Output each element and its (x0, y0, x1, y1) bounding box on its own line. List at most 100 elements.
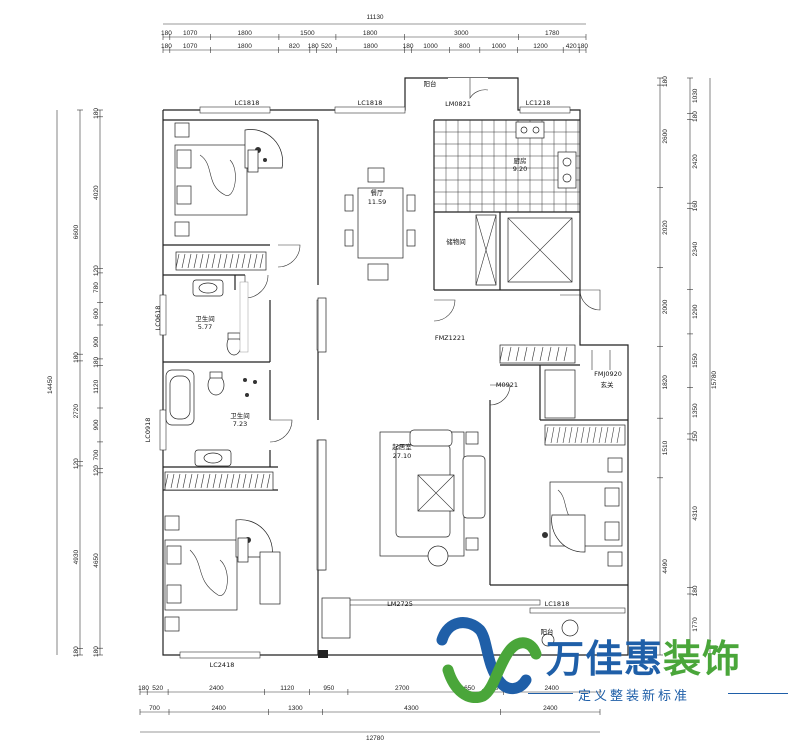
dim-right-outer-0: 1030 (692, 88, 699, 103)
dim-bottom-total: 12780 (366, 735, 384, 742)
balcony-furniture (321, 597, 579, 647)
label-fmj0920: FMJ0920 (594, 370, 622, 378)
room-dining-area: 11.59 (368, 198, 387, 206)
bed-lower-left (164, 515, 281, 632)
room-bath2-name: 卫生间 (230, 411, 250, 420)
slogan-line-left (528, 693, 573, 694)
room-kitchen-area: 9.20 (513, 165, 527, 173)
dim-left-inner-9: 700 (93, 449, 100, 460)
wardrobe-1 (175, 251, 267, 271)
dim-bottom-row2-3: 4300 (404, 705, 419, 712)
dim-right-inner-2: 2020 (662, 220, 669, 235)
dim-left-total: 14450 (47, 376, 54, 394)
bath2-fixtures (165, 369, 257, 467)
dim-right-outer-4: 2340 (692, 241, 699, 256)
logo-mark-icon (436, 617, 542, 703)
room-bath2-area: 7.23 (233, 420, 247, 428)
kitchen-counter (515, 121, 577, 189)
dim-top-row1-1: 1070 (183, 30, 198, 37)
dim-left-inner-10: 120 (93, 465, 100, 476)
dim-right-inner-0: 180 (662, 76, 669, 87)
dim-top-row2-1: 1070 (183, 43, 198, 50)
dim-top-row2-12: 420 (566, 43, 577, 50)
storage-shelves (475, 214, 573, 286)
dim-left-inner-12: 180 (93, 646, 100, 657)
brand-part2: 装饰 (663, 637, 742, 681)
dim-top-row1-4: 1800 (363, 30, 378, 37)
living-furniture (379, 429, 486, 567)
dim-right-outer-1: 180 (692, 111, 699, 122)
bed-lower-right (542, 457, 623, 567)
dim-left-inner-8: 900 (93, 419, 100, 430)
dim-right-outer-6: 1550 (692, 353, 699, 368)
dim-left-outer-5: 180 (73, 646, 80, 657)
room-dining-name: 餐厅 (371, 188, 385, 197)
dim-right-outer-9: 4310 (692, 506, 699, 521)
dim-top-row2-10: 1000 (491, 43, 506, 50)
room-balcony-bottom-name: 阳台 (541, 627, 554, 636)
dim-left-inner-0: 180 (93, 108, 100, 119)
dim-left-inner-3: 780 (93, 282, 100, 293)
dim-left-inner-2: 120 (93, 265, 100, 276)
walls (162, 77, 629, 658)
dining-table (344, 167, 416, 281)
bath1-fixtures (192, 279, 249, 356)
label-lm0821: LM0821 (445, 100, 471, 108)
room-labels: 餐厅 11.59 厨房 9.20 卫生间 5.77 卫生间 7.23 起居室 2… (195, 79, 614, 636)
dim-bottom-row2-0: 700 (149, 705, 160, 712)
right-dimensions: 15780 1030180242016023401290155013501504… (657, 76, 718, 656)
dim-top-row2-4: 180 (308, 43, 319, 50)
room-storage-name: 储物间 (446, 237, 466, 246)
brand-name: 万佳惠装饰 (546, 628, 741, 683)
dim-bottom-row1-2: 2400 (209, 685, 224, 692)
dim-bottom-row1-1: 520 (152, 685, 163, 692)
dim-right-inner-3: 2000 (662, 299, 669, 314)
dim-left-inner-1: 4020 (93, 185, 100, 200)
label-lc1818-c: LC1818 (545, 600, 570, 608)
entrance-cabinet (544, 369, 576, 419)
dim-right-inner-1: 2600 (662, 129, 669, 144)
dim-bottom-row1-5: 2700 (395, 685, 410, 692)
dim-left-inner-5: 900 (93, 336, 100, 347)
dim-bottom-row1-4: 950 (323, 685, 334, 692)
dim-right-inner-5: 1510 (662, 440, 669, 455)
bed-master (174, 122, 283, 237)
dim-left-outer-1: 180 (73, 352, 80, 363)
dim-right-outer-10: 180 (692, 585, 699, 596)
dim-top-row2-3: 820 (289, 43, 300, 50)
dim-top-row2-6: 1800 (363, 43, 378, 50)
dim-right-outer-7: 1350 (692, 403, 699, 418)
dim-bottom-row1-3: 1120 (280, 685, 294, 692)
label-lc0618: LC0618 (154, 306, 162, 331)
wardrobe-3 (544, 424, 626, 446)
brand-slogan: 定义整装新标准 (578, 689, 691, 704)
dim-right-total: 15780 (711, 371, 718, 389)
dim-right-outer-8: 150 (692, 431, 699, 442)
dim-left-outer-0: 6600 (73, 224, 80, 239)
corridor-cabinet-2 (317, 439, 327, 571)
dim-top-row1-3: 1500 (300, 30, 315, 37)
dim-top-row2-8: 1000 (423, 43, 438, 50)
shoe-cabinet (499, 344, 576, 364)
dim-right-inner-4: 1820 (662, 375, 669, 390)
dim-top-row2-13: 180 (577, 43, 588, 50)
room-entrance-name: 玄关 (601, 380, 615, 389)
wardrobe-2 (164, 471, 274, 491)
label-lc1818-b: LC1818 (358, 99, 383, 107)
dim-left-outer-4: 4930 (73, 549, 80, 564)
dim-right-inner-6: 4490 (662, 559, 669, 574)
room-living-name: 起居室 (392, 442, 412, 451)
label-fmz1221: FMZ1221 (435, 334, 465, 342)
dim-top-row1-6: 1780 (545, 30, 560, 37)
dim-top-row2-0: 180 (161, 43, 172, 50)
slogan-line-right (728, 693, 788, 694)
dim-top-row2-11: 1200 (533, 43, 548, 50)
kitchen-tile-grid (433, 119, 580, 212)
room-living-area: 27.10 (393, 452, 412, 460)
room-bath1-area: 5.77 (198, 323, 212, 331)
dim-left-inner-4: 600 (93, 308, 100, 319)
dim-left-outer-3: 120 (73, 458, 80, 469)
dim-left-inner-7: 1120 (93, 379, 100, 393)
